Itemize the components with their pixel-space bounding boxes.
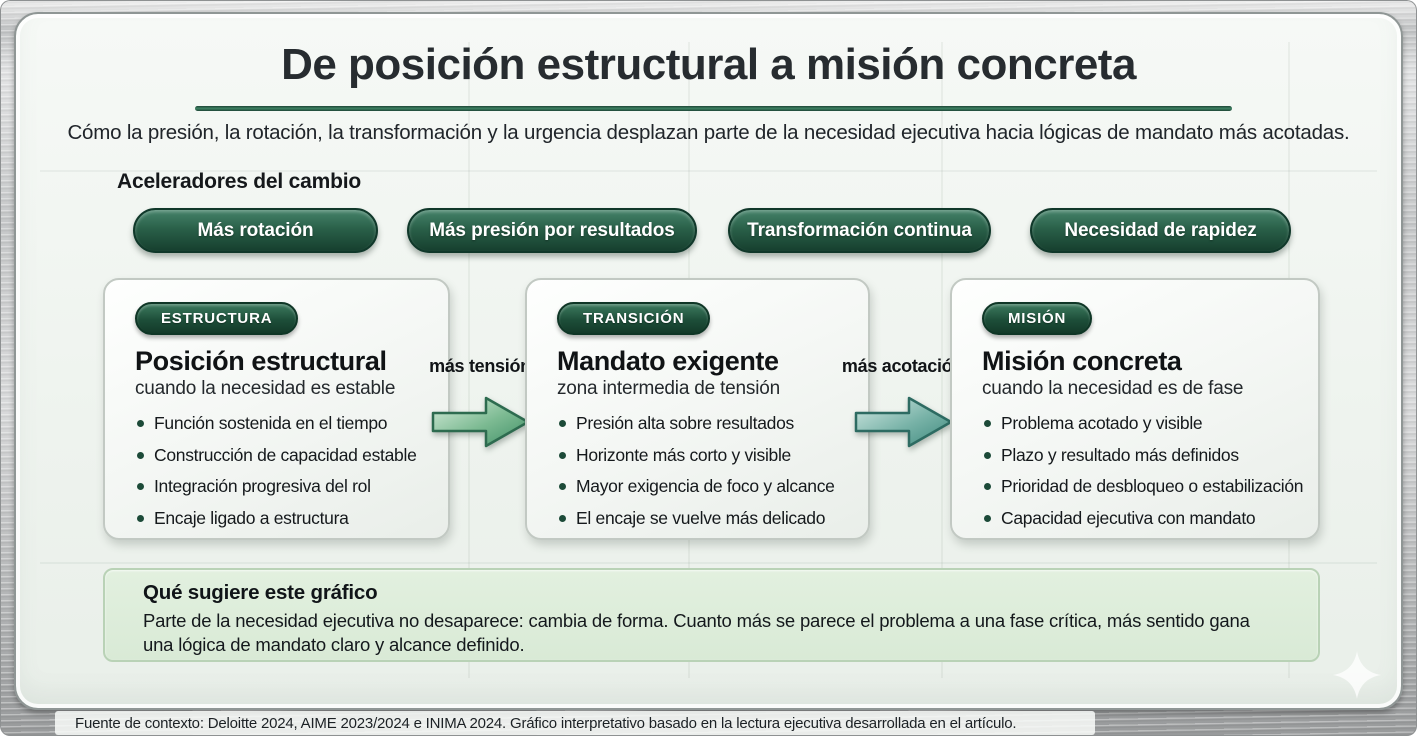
stage-bullet-list: Función sostenida en el tiempo Construcc… <box>135 413 448 529</box>
stage-bullet: Capacidad ejecutiva con mandato <box>982 508 1318 529</box>
insight-body: Parte de la necesidad ejecutiva no desap… <box>143 610 1250 655</box>
stage-card-mision: MISIÓN Misión concreta cuando la necesid… <box>950 278 1320 540</box>
stage-bullet: El encaje se vuelve más delicado <box>557 508 868 529</box>
stage-bullet: Prioridad de desbloqueo o estabilización <box>982 476 1318 497</box>
sparkle-icon <box>1333 651 1381 699</box>
insight-title: Qué sugiere este gráfico <box>143 581 378 604</box>
title-underline <box>195 106 1232 111</box>
stage-bullet: Mayor exigencia de foco y alcance <box>557 476 868 497</box>
stage-bullet: Presión alta sobre resultados <box>557 413 868 434</box>
accelerator-pill-rapidez: Necesidad de rapidez <box>1030 208 1291 253</box>
arrow-label-tension: más tensión <box>429 356 531 376</box>
flow-arrow-icon <box>431 396 530 448</box>
stage-card-estructura: ESTRUCTURA Posición estructural cuando l… <box>103 278 450 540</box>
stage-title: Mandato exigente <box>557 346 779 376</box>
stage-badge: MISIÓN <box>982 302 1093 335</box>
arrow-label-acotacion: más acotación <box>841 356 964 376</box>
accelerator-pill-presion: Más presión por resultados <box>407 208 697 253</box>
stage-bullet: Plazo y resultado más definidos <box>982 445 1318 466</box>
stage-subtitle: cuando la necesidad es estable <box>135 378 396 399</box>
page-title: De posición estructural a misión concret… <box>281 40 1136 89</box>
grid-line <box>40 562 1377 564</box>
stage-bullet: Integración progresiva del rol <box>135 476 448 497</box>
source-note: Fuente de contexto: Deloitte 2024, AIME … <box>75 714 1017 732</box>
stage-bullet: Construcción de capacidad estable <box>135 445 448 466</box>
stage-title: Misión concreta <box>982 346 1182 376</box>
grid-line <box>941 42 943 678</box>
grid-line <box>40 170 1377 172</box>
stage-bullet-list: Presión alta sobre resultados Horizonte … <box>557 413 868 529</box>
insight-box: Qué sugiere este gráfico Parte de la nec… <box>103 568 1320 662</box>
stage-bullet: Problema acotado y visible <box>982 413 1318 434</box>
accelerators-heading: Aceleradores del cambio <box>117 170 362 193</box>
footer-bar: Fuente de contexto: Deloitte 2024, AIME … <box>55 711 1095 735</box>
accelerator-pill-rotacion: Más rotación <box>133 208 378 253</box>
stage-title: Posición estructural <box>135 346 387 376</box>
stage-bullet-list: Problema acotado y visible Plazo y resul… <box>982 413 1318 529</box>
stage-bullet: Horizonte más corto y visible <box>557 445 868 466</box>
stage-subtitle: zona intermedia de tensión <box>557 378 780 399</box>
stage-badge: TRANSICIÓN <box>557 302 711 335</box>
page-subtitle: Cómo la presión, la rotación, la transfo… <box>67 121 1350 144</box>
stage-bullet: Encaje ligado a estructura <box>135 508 448 529</box>
stage-badge: ESTRUCTURA <box>135 302 299 335</box>
stage-subtitle: cuando la necesidad es de fase <box>982 378 1244 399</box>
stage-card-transicion: TRANSICIÓN Mandato exigente zona interme… <box>525 278 870 540</box>
grid-line <box>468 42 470 678</box>
flow-arrow-icon <box>854 396 953 448</box>
accelerator-pill-transformacion: Transformación continua <box>728 208 991 253</box>
stage-bullet: Función sostenida en el tiempo <box>135 413 448 434</box>
